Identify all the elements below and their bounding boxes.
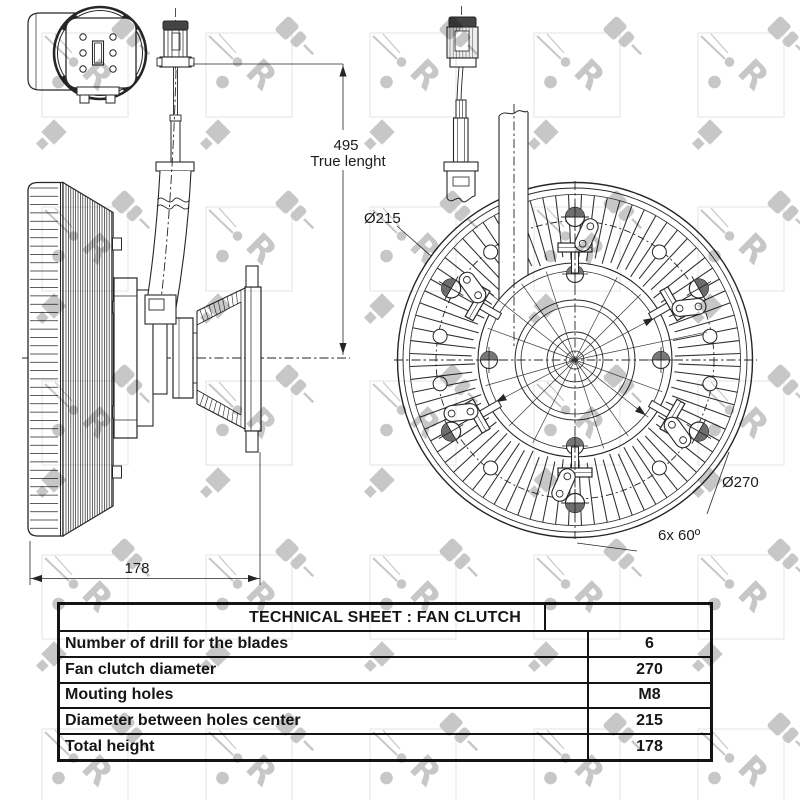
table-row-label: Number of drill for the blades [60, 632, 589, 656]
table-row-label: Diameter between holes center [60, 709, 589, 734]
table-row-value: 215 [636, 712, 663, 730]
dim-495-value: 495 [333, 137, 358, 154]
table-row-label: Mouting holes [60, 683, 589, 708]
dim-178-value: 178 [124, 560, 149, 577]
technical-sheet-table: TECHNICAL SHEET : FAN CLUTCH Number of d… [57, 602, 713, 762]
label-hole-pattern: 6x 60º [658, 527, 701, 544]
table-header-divider [544, 605, 546, 630]
table-row-value: 270 [636, 660, 663, 678]
front-view [394, 104, 757, 539]
table-row: Total height 178 [60, 733, 710, 759]
table-row-label: Fan clutch diameter [60, 657, 589, 682]
dim-495-note: True lenght [310, 153, 386, 170]
length-dimension [193, 63, 347, 355]
table-title: TECHNICAL SHEET : FAN CLUTCH [249, 609, 521, 626]
table-row: Mouting holes M8 [60, 681, 710, 708]
table-row-value: 178 [636, 738, 663, 756]
table-header-row: TECHNICAL SHEET : FAN CLUTCH [60, 605, 710, 630]
sensor-connector-right [443, 6, 479, 203]
label-bolt-circle-diameter: Ø215 [364, 210, 401, 227]
table-row: Diameter between holes center 215 [60, 707, 710, 734]
table-row-value: M8 [638, 686, 661, 704]
table-row-value: 6 [645, 634, 654, 652]
sensor-connector-left [144, 8, 195, 325]
connector-end-view [27, 5, 148, 104]
label-outer-diameter: Ø270 [722, 474, 759, 491]
table-row: Fan clutch diameter 270 [60, 655, 710, 682]
table-row: Number of drill for the blades 6 [60, 630, 710, 656]
table-row-label: Total height [60, 735, 589, 759]
